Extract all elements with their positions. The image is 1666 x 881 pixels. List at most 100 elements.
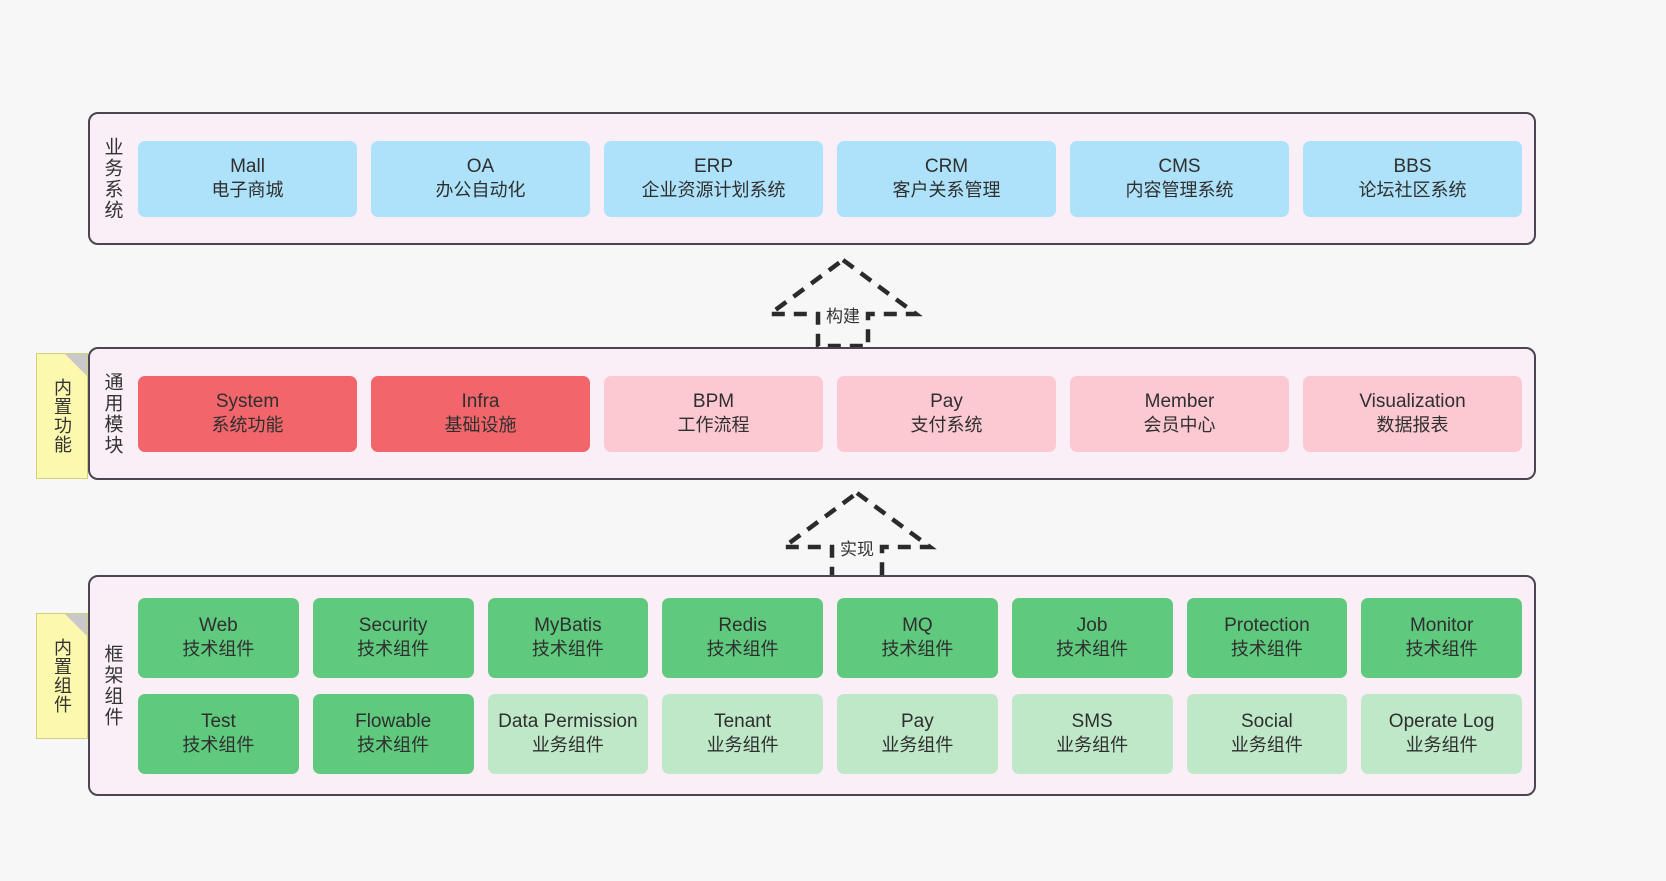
node-pay-component[interactable]: Pay 业务组件 <box>837 693 998 774</box>
node-pay-component-cn: 业务组件 <box>881 735 954 756</box>
layer-common-modules: 通用模块 System 系统功能 Infra 基础设施 BPM 工作流程 Pay… <box>88 347 1536 480</box>
connector-implement: 实现 <box>772 487 942 583</box>
node-job[interactable]: Job 技术组件 <box>1011 597 1173 678</box>
node-erp-en: ERP <box>693 155 734 177</box>
node-bbs[interactable]: BBS 论坛社区系统 <box>1303 140 1522 217</box>
node-web-en: Web <box>199 614 238 636</box>
framework-row-technical: Web 技术组件 Security 技术组件 MyBatis 技术组件 Redi… <box>138 597 1522 678</box>
node-crm-cn: 客户关系管理 <box>892 180 1001 201</box>
node-pay-module-en: Pay <box>930 390 963 412</box>
node-oa-en: OA <box>466 155 495 177</box>
node-mq-en: MQ <box>902 614 933 636</box>
node-sms-en: SMS <box>1071 710 1113 732</box>
node-infra-cn: 基础设施 <box>444 415 517 436</box>
note-builtin-components: 内置组件 <box>36 613 88 739</box>
node-test[interactable]: Test 技术组件 <box>138 693 299 774</box>
node-redis[interactable]: Redis 技术组件 <box>662 597 823 678</box>
node-infra-en: Infra <box>461 390 500 412</box>
node-operate-log-en: Operate Log <box>1388 710 1495 732</box>
node-crm-en: CRM <box>924 155 969 177</box>
layer-body-framework: Web 技术组件 Security 技术组件 MyBatis 技术组件 Redi… <box>134 577 1534 794</box>
node-cms-en: CMS <box>1158 155 1201 177</box>
node-member-en: Member <box>1144 390 1215 412</box>
layer-body-business: Mall 电子商城 OA 办公自动化 ERP 企业资源计划系统 CRM 客户关系… <box>134 114 1534 243</box>
layer-framework-components: 框架组件 Web 技术组件 Security 技术组件 MyBatis 技术组件… <box>88 575 1536 796</box>
node-bbs-en: BBS <box>1393 155 1432 177</box>
node-pay-component-en: Pay <box>901 710 934 732</box>
layer-title-common: 通用模块 <box>101 371 123 456</box>
node-security-en: Security <box>358 614 428 636</box>
layer-body-common: System 系统功能 Infra 基础设施 BPM 工作流程 Pay 支付系统… <box>134 349 1534 478</box>
node-pay-module-cn: 支付系统 <box>910 415 983 436</box>
node-job-en: Job <box>1076 614 1108 636</box>
node-tenant[interactable]: Tenant 业务组件 <box>662 693 823 774</box>
connector-build: 构建 <box>758 254 928 350</box>
node-data-permission-en: Data Permission <box>498 710 638 732</box>
node-test-cn: 技术组件 <box>182 735 255 756</box>
node-bpm-cn: 工作流程 <box>677 415 750 436</box>
note-fold-corner-icon <box>65 354 87 376</box>
node-mall-cn: 电子商城 <box>211 180 284 201</box>
node-security[interactable]: Security 技术组件 <box>312 597 474 678</box>
layer-business-system: 业务系统 Mall 电子商城 OA 办公自动化 ERP 企业资源计划系统 CRM… <box>88 112 1536 245</box>
node-cms[interactable]: CMS 内容管理系统 <box>1070 140 1289 217</box>
node-infra[interactable]: Infra 基础设施 <box>371 375 590 452</box>
node-operate-log[interactable]: Operate Log 业务组件 <box>1361 693 1522 774</box>
node-bbs-cn: 论坛社区系统 <box>1358 180 1467 201</box>
connector-implement-label: 实现 <box>840 540 874 559</box>
node-protection-en: Protection <box>1224 614 1310 636</box>
node-monitor-en: Monitor <box>1409 614 1474 636</box>
node-tenant-en: Tenant <box>714 710 772 732</box>
node-cms-cn: 内容管理系统 <box>1125 180 1234 201</box>
node-flowable[interactable]: Flowable 技术组件 <box>312 693 474 774</box>
node-flowable-en: Flowable <box>355 710 432 732</box>
node-pay-module[interactable]: Pay 支付系统 <box>837 375 1056 452</box>
node-data-permission[interactable]: Data Permission 业务组件 <box>487 693 649 774</box>
node-mybatis[interactable]: MyBatis 技术组件 <box>487 597 649 678</box>
node-erp[interactable]: ERP 企业资源计划系统 <box>604 140 823 217</box>
node-mq[interactable]: MQ 技术组件 <box>837 597 998 678</box>
node-mybatis-en: MyBatis <box>534 614 602 636</box>
node-sms-cn: 业务组件 <box>1056 735 1129 756</box>
node-visualization-en: Visualization <box>1359 390 1466 412</box>
node-mq-cn: 技术组件 <box>881 639 954 660</box>
node-data-permission-cn: 业务组件 <box>531 735 604 756</box>
node-visualization[interactable]: Visualization 数据报表 <box>1303 375 1522 452</box>
node-operate-log-cn: 业务组件 <box>1405 735 1478 756</box>
node-crm[interactable]: CRM 客户关系管理 <box>837 140 1056 217</box>
node-monitor-cn: 技术组件 <box>1405 639 1478 660</box>
node-oa[interactable]: OA 办公自动化 <box>371 140 590 217</box>
node-member-cn: 会员中心 <box>1143 415 1216 436</box>
note-builtin-features: 内置功能 <box>36 353 88 479</box>
node-system[interactable]: System 系统功能 <box>138 375 357 452</box>
node-erp-cn: 企业资源计划系统 <box>641 180 786 201</box>
node-monitor[interactable]: Monitor 技术组件 <box>1361 597 1522 678</box>
node-security-cn: 技术组件 <box>357 639 430 660</box>
node-member[interactable]: Member 会员中心 <box>1070 375 1289 452</box>
layer-title-framework: 框架组件 <box>101 643 123 728</box>
node-oa-cn: 办公自动化 <box>435 180 526 201</box>
node-redis-cn: 技术组件 <box>706 639 779 660</box>
node-job-cn: 技术组件 <box>1056 639 1129 660</box>
node-bpm-en: BPM <box>692 390 735 412</box>
layer-title-business: 业务系统 <box>101 136 123 221</box>
node-sms[interactable]: SMS 业务组件 <box>1011 693 1173 774</box>
framework-row-business: Test 技术组件 Flowable 技术组件 Data Permission … <box>138 693 1522 774</box>
node-social-en: Social <box>1241 710 1293 732</box>
node-bpm[interactable]: BPM 工作流程 <box>604 375 823 452</box>
node-mall-en: Mall <box>230 155 265 177</box>
node-flowable-cn: 技术组件 <box>357 735 430 756</box>
node-system-en: System <box>215 390 280 412</box>
dashed-generalization-arrow-icon <box>777 490 937 582</box>
node-web-cn: 技术组件 <box>182 639 255 660</box>
node-protection[interactable]: Protection 技术组件 <box>1186 597 1348 678</box>
node-visualization-cn: 数据报表 <box>1376 415 1449 436</box>
node-protection-cn: 技术组件 <box>1230 639 1303 660</box>
node-social[interactable]: Social 业务组件 <box>1186 693 1348 774</box>
note-builtin-components-label: 内置组件 <box>52 638 72 714</box>
node-mall[interactable]: Mall 电子商城 <box>138 140 357 217</box>
node-web[interactable]: Web 技术组件 <box>138 597 299 678</box>
connector-build-label: 构建 <box>826 307 860 326</box>
node-mybatis-cn: 技术组件 <box>531 639 604 660</box>
